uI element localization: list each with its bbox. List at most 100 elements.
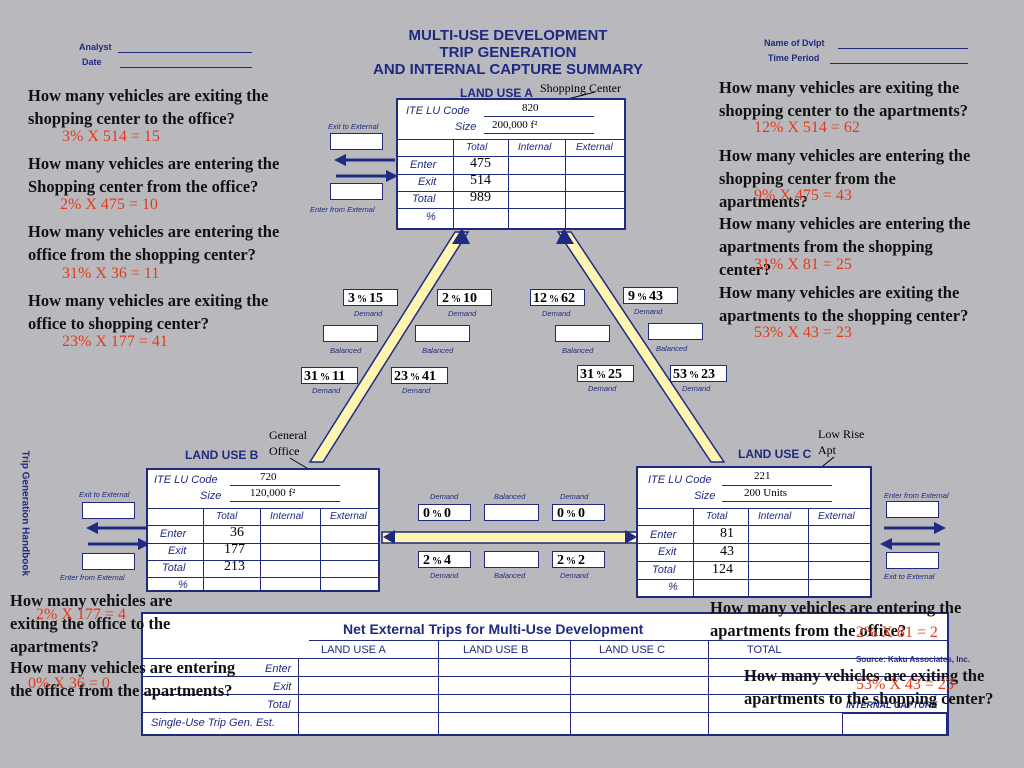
col-total: Total bbox=[706, 511, 728, 522]
answer-8: 53% X 43 = 23 bbox=[754, 324, 852, 341]
flow-ab-bot-left: 31%11 bbox=[301, 367, 358, 384]
lub-enter-from-external-box[interactable] bbox=[82, 553, 135, 570]
land-use-a-heading: LAND USE A bbox=[460, 86, 533, 100]
ite-code-value: 720 bbox=[260, 471, 277, 483]
net-col-a: LAND USE A bbox=[321, 644, 386, 656]
luc-exit-to-external-label: Exit to External bbox=[884, 572, 935, 581]
row-exit: Exit bbox=[168, 545, 187, 557]
lub-exit-to-external-box[interactable] bbox=[82, 502, 135, 519]
flow-ac-bot-right: 53%23 bbox=[670, 365, 727, 382]
demand-label: Demand bbox=[448, 309, 477, 318]
question-6: How many vehicles are entering the shopp… bbox=[719, 146, 971, 211]
main-title: MULTI-USE DEVELOPMENT TRIP GENERATION AN… bbox=[330, 27, 686, 78]
question-5: How many vehicles are exiting the shoppi… bbox=[719, 78, 969, 120]
demand-label: Demand bbox=[560, 492, 589, 501]
net-col-total: TOTAL bbox=[747, 644, 782, 656]
col-internal: Internal bbox=[518, 142, 552, 153]
demand-label: Demand bbox=[354, 309, 383, 318]
lua-enter-from-external-box[interactable] bbox=[330, 183, 383, 200]
ite-code-label: ITE LU Code bbox=[406, 105, 470, 117]
row-enter: Enter bbox=[160, 528, 187, 540]
date-label: Date bbox=[82, 57, 102, 67]
total-value: 213 bbox=[224, 559, 245, 574]
question-2: How many vehicles are entering the Shopp… bbox=[28, 154, 280, 196]
question-1: How many vehicles are exiting the shoppi… bbox=[28, 86, 269, 128]
balanced-box-ab-right[interactable] bbox=[415, 325, 470, 342]
answer-2: 2% X 475 = 10 bbox=[60, 196, 158, 213]
flow-ac-top-right: 9%43 bbox=[623, 287, 678, 304]
balanced-box-bc-bot[interactable] bbox=[484, 551, 539, 568]
lua-exit-to-external-box[interactable] bbox=[330, 133, 383, 150]
land-use-c-name-2: Apt bbox=[818, 443, 836, 457]
net-row-total: Total bbox=[267, 699, 291, 711]
flow-bc-bot-right: 2%2 bbox=[552, 551, 605, 568]
land-use-b-name-2: Office bbox=[269, 444, 300, 458]
demand-label: Demand bbox=[542, 309, 571, 318]
answer-5: 12% X 514 = 62 bbox=[754, 119, 860, 136]
name-of-dvlpt-field[interactable] bbox=[838, 39, 968, 49]
question-3: How many vehicles are entering the offic… bbox=[28, 222, 280, 264]
balanced-box-ac-left[interactable] bbox=[555, 325, 610, 342]
row-pct: % bbox=[178, 579, 188, 591]
demand-label: Demand bbox=[588, 384, 617, 393]
balanced-label: Balanced bbox=[330, 346, 362, 355]
question-10: How many vehicles are entering the offic… bbox=[10, 658, 236, 700]
luc-enter-from-external-box[interactable] bbox=[886, 501, 939, 518]
land-use-b-table: ITE LU Code 720 Size 120,000 f² Total In… bbox=[146, 468, 380, 592]
analyst-label: Analyst bbox=[79, 42, 112, 52]
net-row-single: Single-Use Trip Gen. Est. bbox=[151, 717, 275, 729]
luc-enter-from-external-label: Enter from External bbox=[884, 491, 949, 500]
answer-3: 31% X 36 = 11 bbox=[62, 265, 160, 282]
demand-label: Demand bbox=[634, 307, 663, 316]
enter-value: 36 bbox=[230, 525, 244, 540]
balanced-label: Balanced bbox=[494, 571, 526, 580]
land-use-c-heading: LAND USE C bbox=[738, 447, 812, 461]
balanced-label: Balanced bbox=[656, 344, 688, 353]
ite-code-label: ITE LU Code bbox=[154, 474, 218, 486]
total-value: 989 bbox=[470, 190, 491, 205]
net-col-c: LAND USE C bbox=[599, 644, 666, 656]
size-value: 200 Units bbox=[744, 487, 788, 499]
internal-capture-label: INTERNAL CAPTURE bbox=[846, 700, 938, 710]
flow-ab-bot-right: 23%41 bbox=[391, 367, 448, 384]
flow-bc-top-right: 0%0 bbox=[552, 504, 605, 521]
exit-value: 177 bbox=[224, 542, 245, 557]
answer-4: 23% X 177 = 41 bbox=[62, 333, 168, 350]
ite-code-value: 820 bbox=[522, 102, 539, 114]
balanced-label: Balanced bbox=[422, 346, 454, 355]
analyst-field[interactable] bbox=[118, 43, 252, 53]
balanced-box-ab-left[interactable] bbox=[323, 325, 378, 342]
row-total: Total bbox=[652, 564, 676, 576]
land-use-b-name-1: General bbox=[269, 428, 307, 442]
balanced-box-ac-right[interactable] bbox=[648, 323, 703, 340]
answer-7: 31% X 81 = 25 bbox=[754, 256, 852, 273]
question-12: How many vehicles are exiting the apartm… bbox=[744, 666, 994, 708]
exit-value: 514 bbox=[470, 173, 491, 188]
answer-6: 9% X 475 = 43 bbox=[754, 187, 852, 204]
balanced-box-bc-top[interactable] bbox=[484, 504, 539, 521]
col-total: Total bbox=[216, 511, 238, 522]
title-line-1: MULTI-USE DEVELOPMENT bbox=[408, 27, 608, 44]
row-total: Total bbox=[412, 193, 436, 205]
net-table-title: Net External Trips for Multi-Use Develop… bbox=[343, 621, 644, 637]
time-period-field[interactable] bbox=[830, 54, 968, 64]
lub-exit-to-external-label: Exit to External bbox=[79, 490, 130, 499]
size-value: 200,000 f² bbox=[492, 119, 538, 131]
internal-capture-box bbox=[842, 713, 947, 735]
date-field[interactable] bbox=[120, 58, 252, 68]
demand-label: Demand bbox=[682, 384, 711, 393]
answer-11: 2% X 81 = 2 bbox=[856, 624, 938, 641]
row-enter: Enter bbox=[410, 159, 437, 171]
row-pct: % bbox=[426, 211, 436, 223]
question-11: How many vehicles are entering the apart… bbox=[710, 598, 962, 640]
question-9: How many vehicles are exiting the office… bbox=[10, 591, 173, 656]
answer-1: 3% X 514 = 15 bbox=[62, 128, 160, 145]
answer-9: 2% X 177 = 4 bbox=[36, 606, 126, 623]
ite-code-label: ITE LU Code bbox=[648, 474, 712, 486]
net-row-enter: Enter bbox=[265, 663, 292, 675]
land-use-c-name-1: Low Rise bbox=[818, 427, 865, 441]
demand-label: Demand bbox=[402, 386, 431, 395]
flow-ab-top-left: 3%15 bbox=[343, 289, 398, 306]
luc-exit-to-external-box[interactable] bbox=[886, 552, 939, 569]
